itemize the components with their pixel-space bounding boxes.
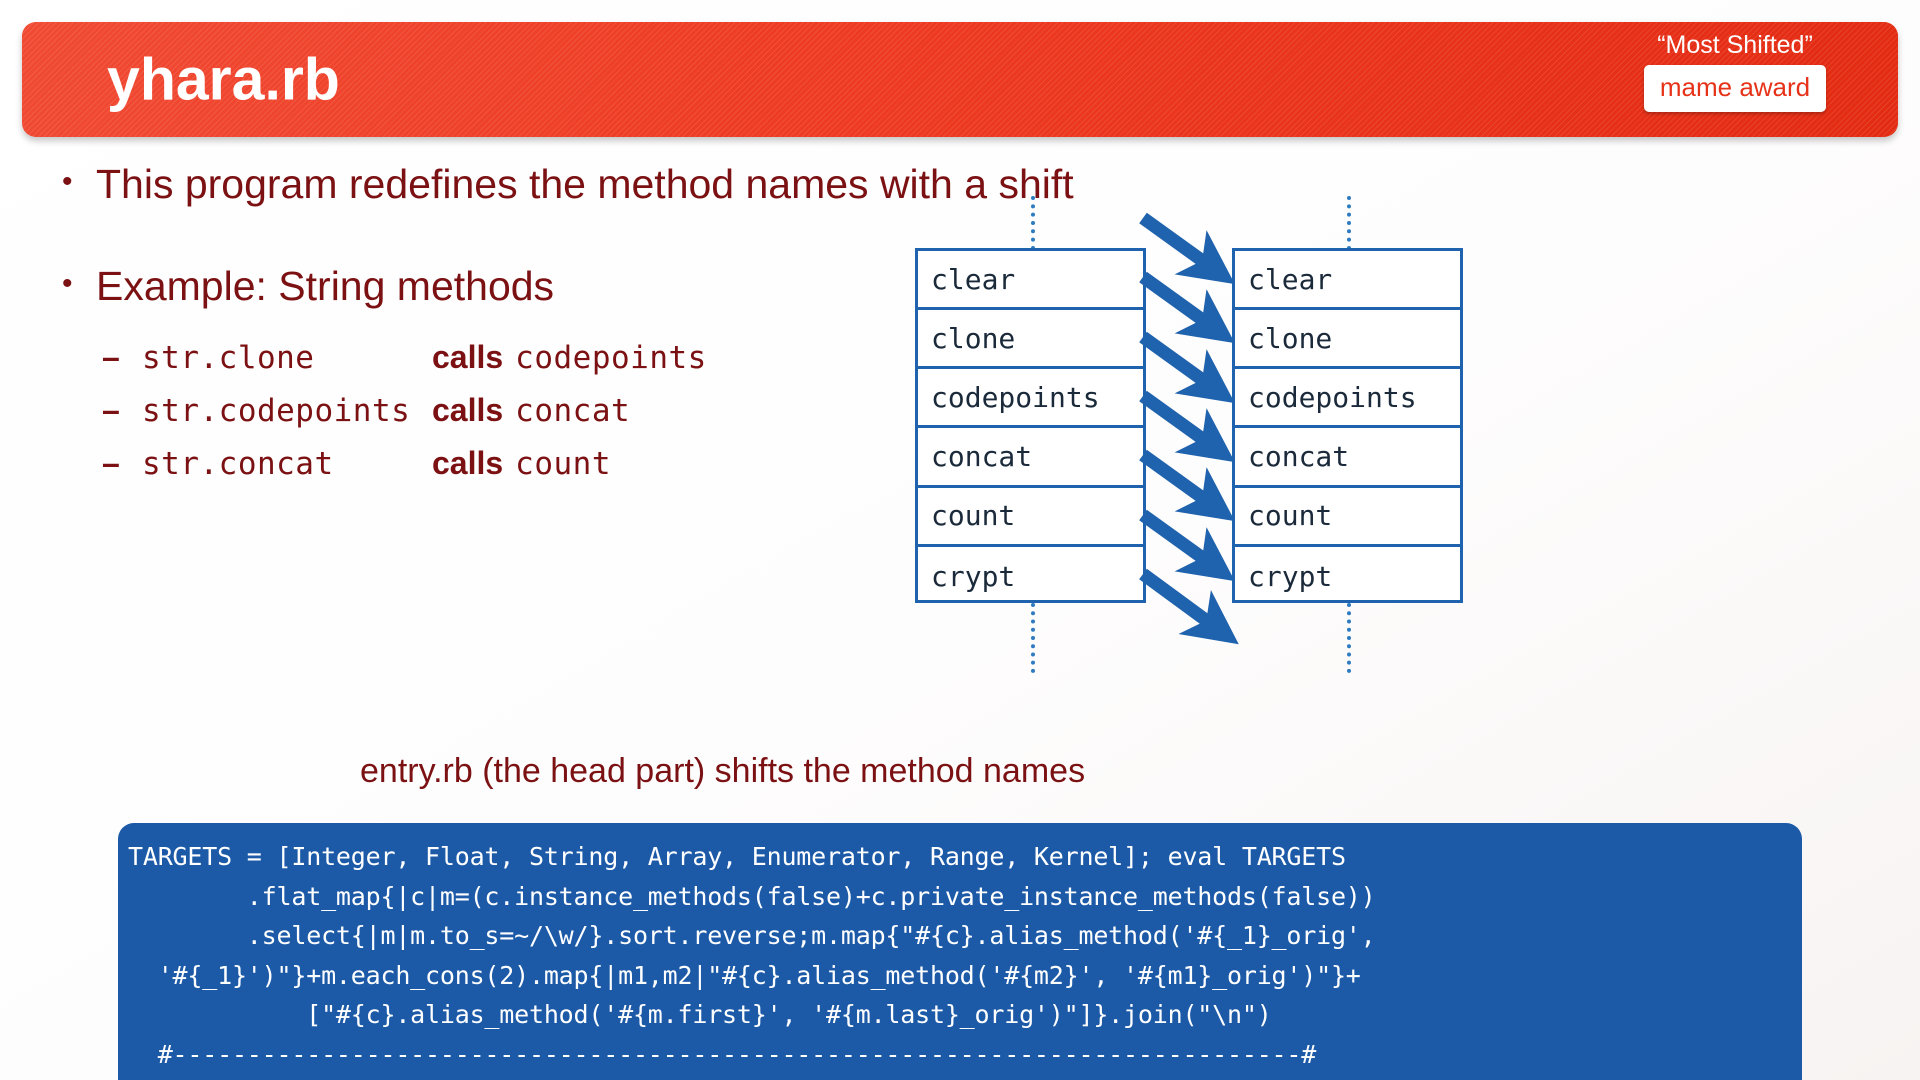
code-line: .select{|m|m.to_s=~/\w/}.sort.reverse;m.…	[128, 921, 1376, 950]
arrow-set	[1139, 212, 1239, 645]
code-line: .flat_map{|c|m=(c.instance_methods(false…	[128, 881, 1376, 911]
table-row: clone	[918, 310, 1143, 370]
sub-method-name: str.clone	[142, 339, 315, 376]
sub-calls-label: calls	[432, 445, 504, 482]
sub-method-name: str.codepoints	[142, 392, 411, 429]
shift-arrow-5	[1139, 449, 1235, 522]
code-block: TARGETS = [Integer, Float, String, Array…	[118, 823, 1802, 1080]
dotted-guide-right-top	[1347, 196, 1351, 250]
code-line: ["#{c}.alias_method('#{m.first}', '#{m.l…	[128, 1000, 1272, 1029]
table-row: concat	[918, 428, 1143, 488]
table-row: codepoints	[918, 369, 1143, 429]
table-row: crypt	[931, 559, 1016, 593]
sub-bullet-item: – str.clone calls codepoints	[102, 331, 1102, 384]
bullet-marker-icon: •	[62, 267, 73, 301]
award-caption: “Most Shifted”	[1657, 31, 1813, 59]
page-title: yhara.rb	[107, 46, 340, 112]
shift-arrow-4	[1139, 390, 1235, 463]
sub-bullet-item: – str.codepoints calls concat	[102, 384, 1102, 437]
table-row: count	[1235, 488, 1460, 547]
dash-marker-icon: –	[102, 445, 120, 482]
table-row: clone	[1235, 310, 1460, 370]
dash-marker-icon: –	[102, 391, 120, 428]
shift-arrow-7	[1139, 568, 1239, 645]
shifted-method-table: clear clone codepoints concat count cryp…	[1232, 248, 1463, 603]
sub-target-name: count	[515, 446, 611, 483]
sub-bullet-item: – str.concat calls count	[102, 437, 1102, 490]
dotted-guide-left-top	[1031, 196, 1035, 250]
sub-calls-label: calls	[432, 338, 504, 375]
dotted-guide-right-bottom	[1347, 603, 1351, 673]
bullet-list: • This program redefines the method name…	[62, 160, 1102, 490]
bullet-text-1: This program redefines the method names …	[96, 161, 1074, 207]
sub-calls-label: calls	[432, 391, 504, 428]
sub-target-name: concat	[515, 392, 631, 429]
shift-arrow-6	[1139, 509, 1235, 582]
table-row: crypt	[1248, 559, 1333, 593]
bullet-item-1: • This program redefines the method name…	[62, 160, 1102, 208]
header-banner: yhara.rb “Most Shifted” mame award	[22, 22, 1898, 137]
shift-arrow-3	[1139, 331, 1235, 404]
award-badge: mame award	[1643, 64, 1827, 112]
table-row: concat	[1235, 428, 1460, 488]
sub-method-name: str.concat	[142, 446, 334, 483]
sub-target-name: codepoints	[515, 339, 707, 376]
table-row: codepoints	[1235, 369, 1460, 429]
shift-arrow-1	[1139, 212, 1235, 285]
code-line: '#{_1}')"}+m.each_cons(2).map{|m1,m2|"#{…	[128, 960, 1361, 990]
original-method-table: clear clone codepoints concat count cryp…	[915, 248, 1146, 603]
table-row: clear	[918, 251, 1143, 311]
bullet-marker-icon: •	[62, 165, 73, 198]
table-row: count	[918, 488, 1143, 547]
table-row: clear	[1235, 251, 1460, 311]
bullet-item-2: • Example: String methods	[62, 262, 1102, 310]
bullet-text-2: Example: String methods	[96, 263, 555, 310]
award-block: “Most Shifted” mame award	[1610, 31, 1860, 112]
shift-arrow-2	[1139, 271, 1235, 344]
code-line: #---------------------------------------…	[128, 1039, 1317, 1069]
code-line: TARGETS = [Integer, Float, String, Array…	[128, 842, 1346, 871]
diagram-caption: entry.rb (the head part) shifts the meth…	[360, 752, 1086, 790]
dotted-guide-left-bottom	[1031, 603, 1035, 673]
sub-bullet-list: – str.clone calls codepoints – str.codep…	[102, 331, 1102, 490]
dash-marker-icon: –	[102, 338, 120, 375]
